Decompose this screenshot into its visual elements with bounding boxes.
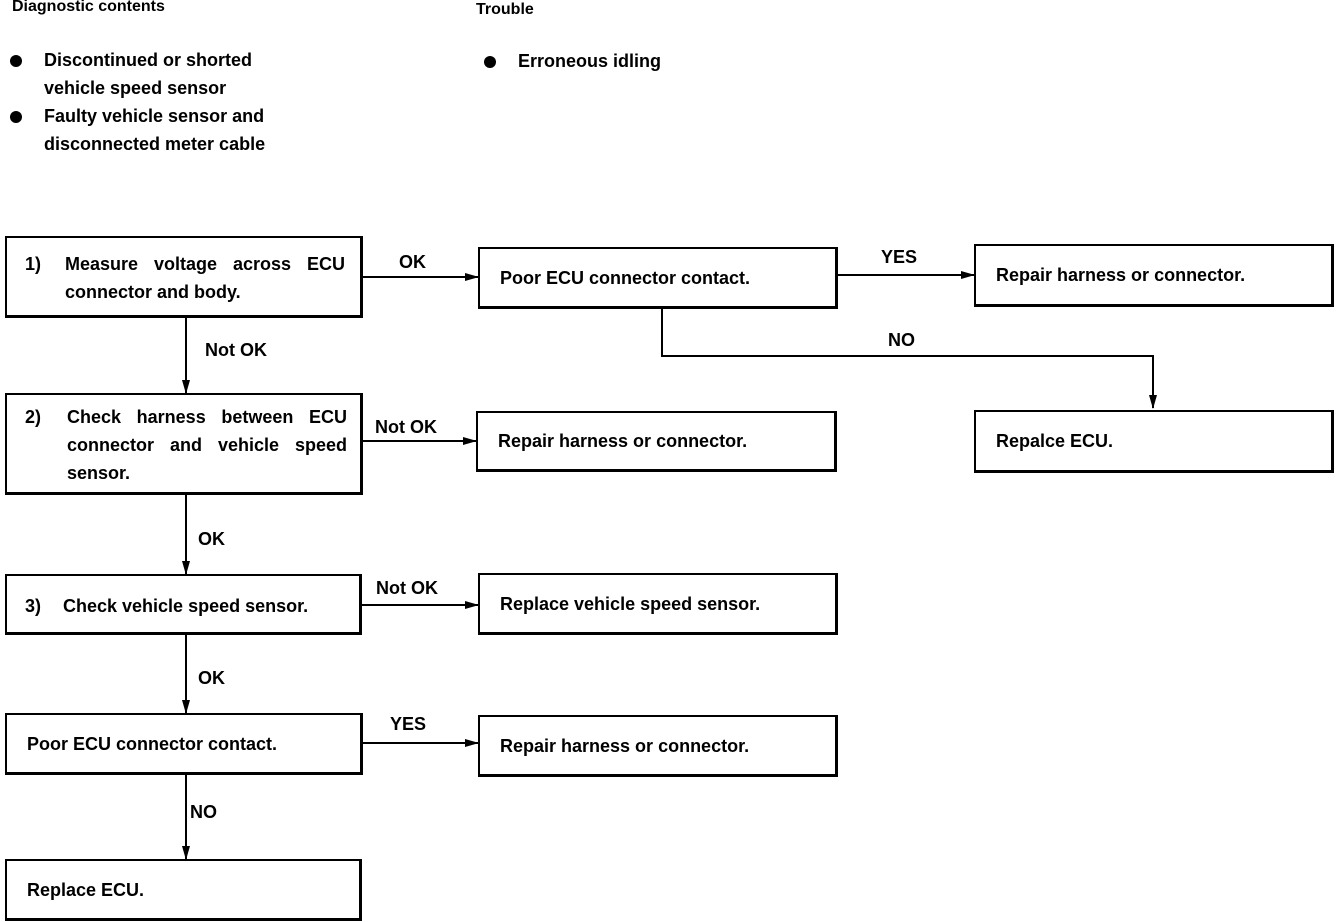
step3-check-sensor-box: 3) Check vehicle speed sensor. — [5, 574, 362, 635]
edge-label-ok: OK — [399, 252, 426, 272]
step1-measure-voltage-box: 1) Measure voltage across ECU connector … — [5, 236, 363, 318]
step-text: Measure voltage across ECU connector and… — [65, 254, 345, 302]
repair-harness-box-step2: Repair harness or connector. — [476, 411, 837, 472]
edge-label-yes: YES — [881, 247, 918, 267]
box-text: Replace ECU. — [27, 879, 145, 900]
step2-check-harness-box: 2) Check harness between ECU connector a… — [5, 393, 363, 495]
box-text: Repalce ECU. — [996, 431, 1114, 451]
replace-ecu-box-left: Replace ECU. — [5, 859, 362, 921]
list-item: Erroneous idling — [482, 47, 782, 75]
edge-label-not-ok: Not OK — [205, 340, 267, 360]
bullet-icon — [484, 56, 496, 68]
edge-label-ok: OK — [198, 668, 225, 688]
box-text: Repair harness or connector. — [996, 265, 1246, 285]
bullet-icon — [10, 55, 22, 67]
list-item: Discontinued or shorted vehicle speed se… — [8, 46, 308, 102]
step-number: 1) — [25, 254, 42, 274]
replace-sensor-box: Replace vehicle speed sensor. — [478, 573, 838, 635]
poor-contact-box-left: Poor ECU connector contact. — [5, 713, 363, 775]
edge-label-ok: OK — [198, 529, 225, 549]
box-text: Replace vehicle speed sensor. — [500, 593, 761, 614]
poor-contact-box-top: Poor ECU connector contact. — [478, 247, 838, 309]
diagnostic-contents-list: Discontinued or shorted vehicle speed se… — [8, 46, 308, 158]
replace-ecu-box-right: Repalce ECU. — [974, 410, 1334, 473]
step-number: 2) — [25, 407, 42, 427]
trouble-list: Erroneous idling — [482, 47, 782, 75]
repair-harness-box-top-right: Repair harness or connector. — [974, 244, 1334, 307]
box-text: Repair harness or connector. — [500, 735, 750, 756]
box-text: Repair harness or connector. — [498, 431, 748, 451]
step-text: Check harness between ECU connector and … — [67, 407, 347, 483]
edge-label-not-ok: Not OK — [376, 578, 438, 598]
step-text: Check vehicle speed sensor. — [63, 596, 309, 616]
bullet-icon — [10, 111, 22, 123]
repair-harness-box-bottom: Repair harness or connector. — [478, 715, 838, 777]
edge-label-not-ok: Not OK — [375, 417, 437, 437]
edge-label-no: NO — [888, 330, 915, 350]
step-number: 3) — [25, 596, 42, 616]
edge-label-yes: YES — [390, 714, 427, 734]
list-item: Faulty vehicle sensor and disconnected m… — [8, 102, 308, 158]
box-text: Poor ECU connector contact. — [27, 733, 278, 754]
trouble-title: Trouble — [476, 1, 534, 18]
edge-label-no: NO — [190, 802, 217, 822]
diagnostic-contents-title: Diagnostic contents — [12, 0, 165, 15]
box-text: Poor ECU connector contact. — [500, 267, 751, 288]
